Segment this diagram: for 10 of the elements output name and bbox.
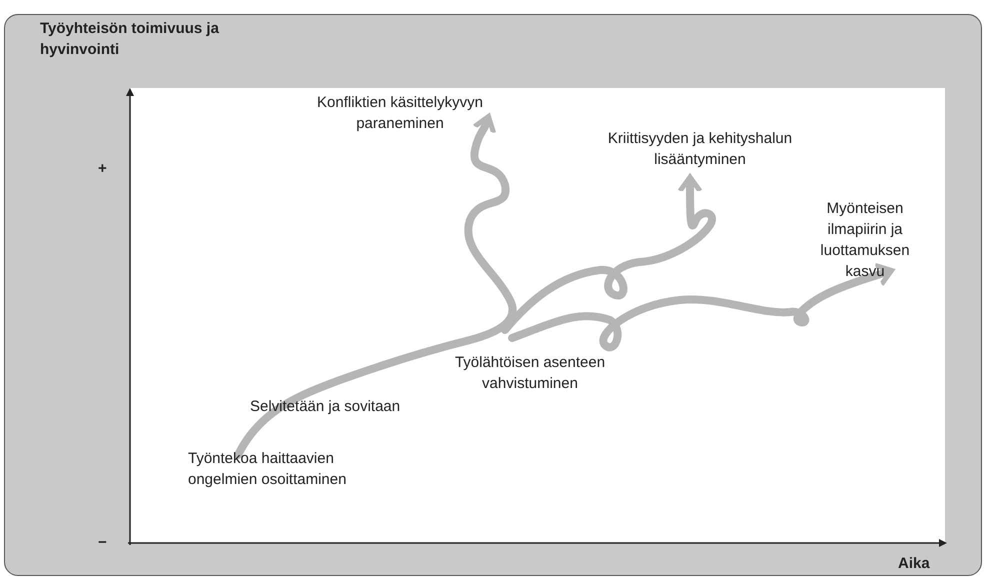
annotation-text: Työlähtöisen asenteen vahvistuminen <box>454 353 606 394</box>
axis-title: Aika <box>898 554 930 574</box>
annotation-text: Myönteisen ilmapiirin ja luottamuksen kasvu <box>819 199 911 282</box>
annotation-text: Selvitetään ja sovitaan <box>250 397 400 417</box>
axis-tick-label: + <box>98 159 107 179</box>
axis-tick-label: − <box>98 533 107 553</box>
annotation-text: Kriittisyyden ja kehityshalun lisääntyminen <box>606 129 794 170</box>
annotation-text: Työntekoa haittaavien ongelmien osoittaminen <box>188 449 348 490</box>
axis-title: Työyhteisön toimivuus ja hyvinvointi <box>40 19 220 60</box>
annotation-text: Konfliktien käsittelykyvyn paraneminen <box>316 93 484 134</box>
